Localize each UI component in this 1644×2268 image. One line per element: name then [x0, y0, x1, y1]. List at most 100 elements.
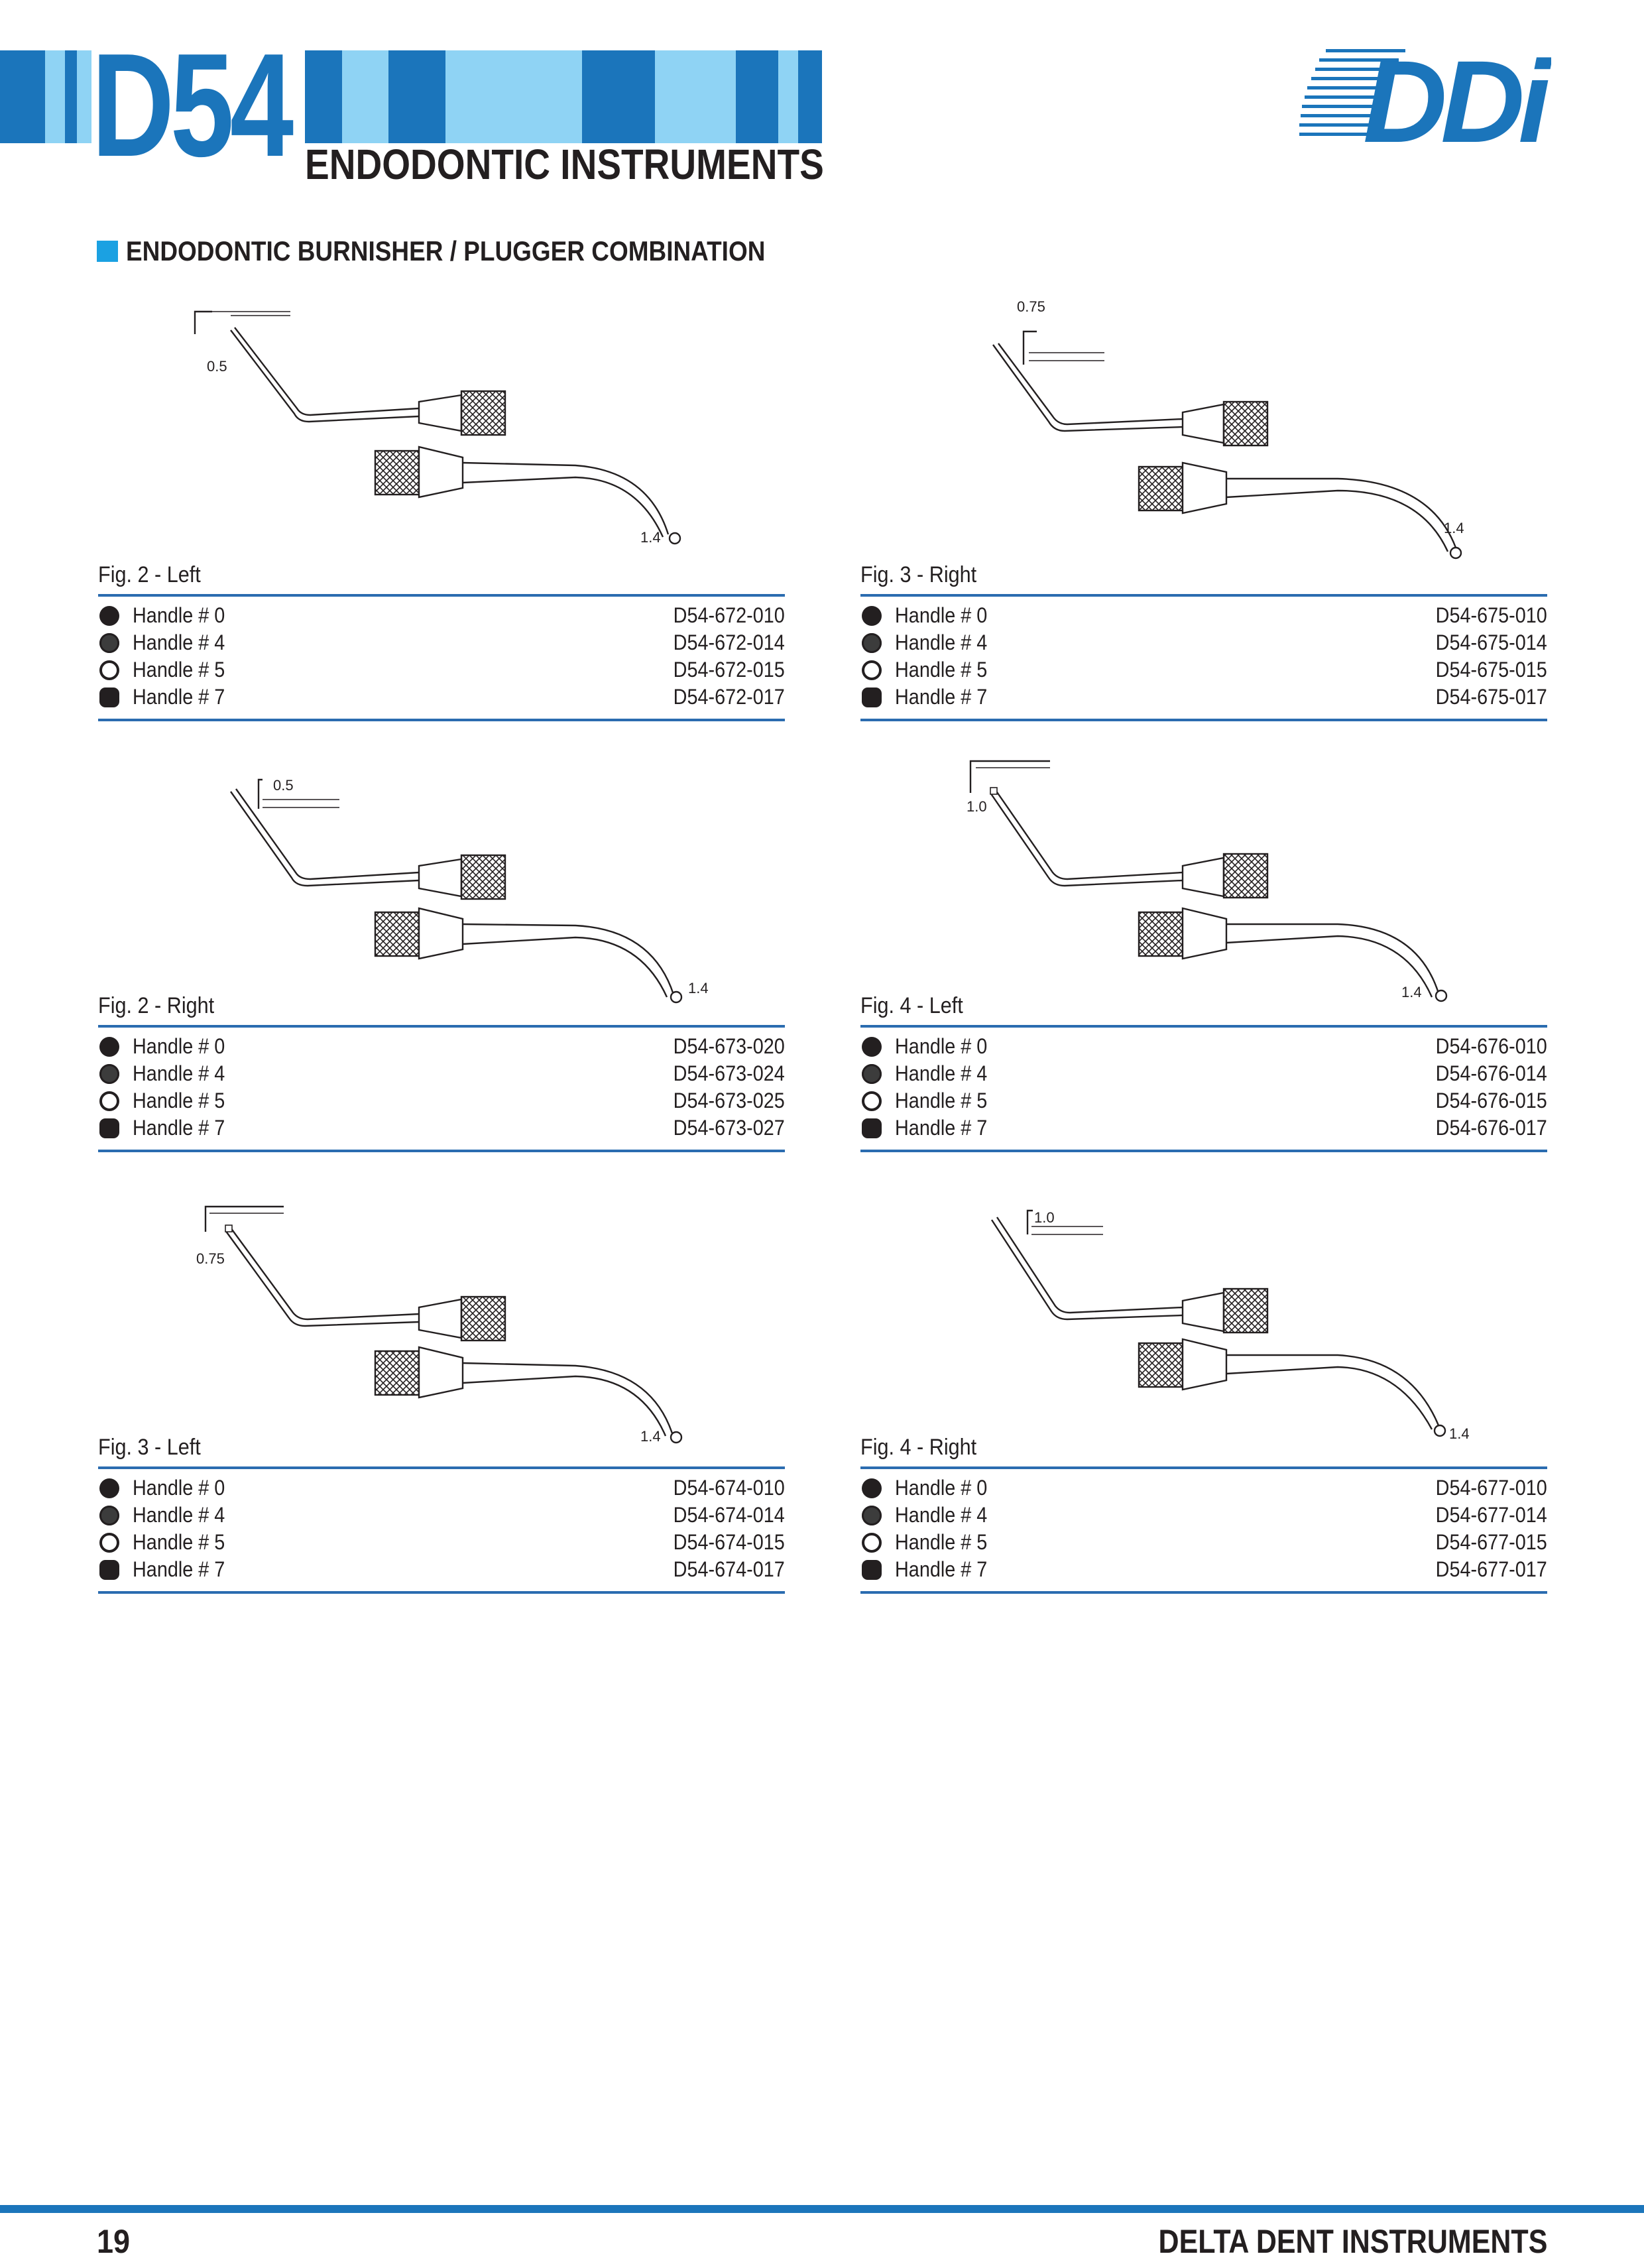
handle-marker-white-icon [862, 1091, 882, 1111]
product-panel-fig4-right: 1.0 1.4 Fig. 4 - Right Handle # 0 D54-677… [860, 1197, 1547, 1608]
header-band-stripe [0, 50, 45, 143]
handle-label: Handle # 4 [895, 1503, 988, 1527]
handle-label: Handle # 7 [133, 1116, 225, 1140]
handle-label: Handle # 5 [133, 658, 225, 682]
product-code: D54-677-010 [1435, 1476, 1547, 1500]
dimension-bottom-label: 1.4 [640, 529, 661, 546]
product-code: D54-673-020 [673, 1034, 785, 1058]
handle-label: Handle # 7 [133, 1557, 225, 1581]
figure-caption: Fig. 2 - Left [98, 562, 201, 587]
product-code: D54-677-014 [1435, 1503, 1547, 1527]
header-band-stripe [798, 50, 822, 143]
product-code: D54-675-010 [1435, 603, 1547, 627]
header-band-stripe [582, 50, 655, 143]
product-code: D54-674-014 [673, 1503, 785, 1527]
handle-label: Handle # 4 [895, 1061, 988, 1085]
dimension-bottom-label: 1.4 [1449, 1425, 1470, 1442]
page-number: 19 [97, 2223, 131, 2260]
handle-marker-octagon-icon [99, 1560, 119, 1580]
product-row: Handle # 5 D54-672-015 [98, 656, 785, 684]
product-code: D54-675-017 [1435, 685, 1547, 709]
divider-top [98, 594, 785, 597]
divider-top [860, 594, 1547, 597]
handle-marker-grey-icon [862, 1064, 882, 1084]
section-title: ENDODONTIC BURNISHER / PLUGGER COMBINATI… [126, 235, 766, 267]
dimension-top-label: 0.5 [273, 777, 294, 794]
dimension-bottom-label: 1.4 [1401, 984, 1422, 1000]
figure-caption: Fig. 3 - Right [860, 562, 977, 587]
section-heading: ENDODONTIC BURNISHER / PLUGGER COMBINATI… [97, 237, 852, 265]
figure-caption: Fig. 4 - Right [860, 1435, 977, 1460]
handle-marker-white-icon [862, 660, 882, 680]
header-band-stripe [388, 50, 445, 143]
handle-marker-octagon-icon [862, 1118, 882, 1138]
product-code: D54-677-015 [1435, 1530, 1547, 1554]
handle-marker-white-icon [99, 1533, 119, 1553]
handle-label: Handle # 5 [133, 1530, 225, 1554]
product-row: Handle # 7 D54-676-017 [860, 1114, 1547, 1142]
product-code: D54-672-017 [673, 685, 785, 709]
handle-label: Handle # 0 [133, 1476, 225, 1500]
handle-marker-octagon-icon [99, 687, 119, 707]
handle-marker-white-icon [99, 660, 119, 680]
product-code: D54-676-017 [1435, 1116, 1547, 1140]
dimension-top-label: 1.0 [1034, 1209, 1055, 1226]
handle-marker-octagon-icon [99, 1118, 119, 1138]
handle-marker-black-icon [99, 1478, 119, 1498]
handle-label: Handle # 7 [895, 1116, 988, 1140]
dimension-bottom-label: 1.4 [640, 1428, 661, 1445]
divider-top [98, 1466, 785, 1469]
handle-label: Handle # 4 [133, 1503, 225, 1527]
product-code: D54-672-010 [673, 603, 785, 627]
divider-top [860, 1025, 1547, 1028]
handle-marker-black-icon [99, 1037, 119, 1057]
instrument-illustration: 0.5 1.4 [230, 777, 709, 1004]
handle-marker-black-icon [862, 1478, 882, 1498]
figure-caption: Fig. 4 - Left [860, 993, 963, 1018]
footer-brand: DELTA DENT INSTRUMENTS [1158, 2223, 1547, 2260]
instrument-illustration: 0.5 1.4 [194, 310, 681, 546]
product-row: Handle # 4 D54-674-014 [98, 1502, 785, 1529]
dimension-top-label: 0.75 [196, 1250, 225, 1267]
product-code: D54-674-015 [673, 1530, 785, 1554]
instrument-illustration: 0.75 1.4 [992, 298, 1464, 560]
logo-text: DDi [1363, 44, 1551, 150]
product-row: Handle # 4 D54-677-014 [860, 1502, 1547, 1529]
handle-marker-grey-icon [99, 1064, 119, 1084]
handle-marker-grey-icon [862, 1506, 882, 1525]
handle-label: Handle # 7 [133, 685, 225, 709]
handle-marker-white-icon [862, 1533, 882, 1553]
product-code: D54-672-015 [673, 658, 785, 682]
handle-label: Handle # 0 [895, 1476, 988, 1500]
dimension-top-label: 1.0 [967, 798, 987, 815]
product-code: D54-676-010 [1435, 1034, 1547, 1058]
product-code: D54-673-025 [673, 1089, 785, 1112]
handle-marker-black-icon [862, 1037, 882, 1057]
product-code: D54-674-017 [673, 1557, 785, 1581]
handle-marker-grey-icon [99, 633, 119, 653]
header-band-stripe [655, 50, 736, 143]
handle-label: Handle # 4 [133, 630, 225, 654]
section-bullet-icon [97, 241, 118, 262]
header-band-stripe [778, 50, 798, 143]
handle-marker-grey-icon [99, 1506, 119, 1525]
header-band-stripe [45, 50, 65, 143]
handle-marker-black-icon [862, 606, 882, 626]
